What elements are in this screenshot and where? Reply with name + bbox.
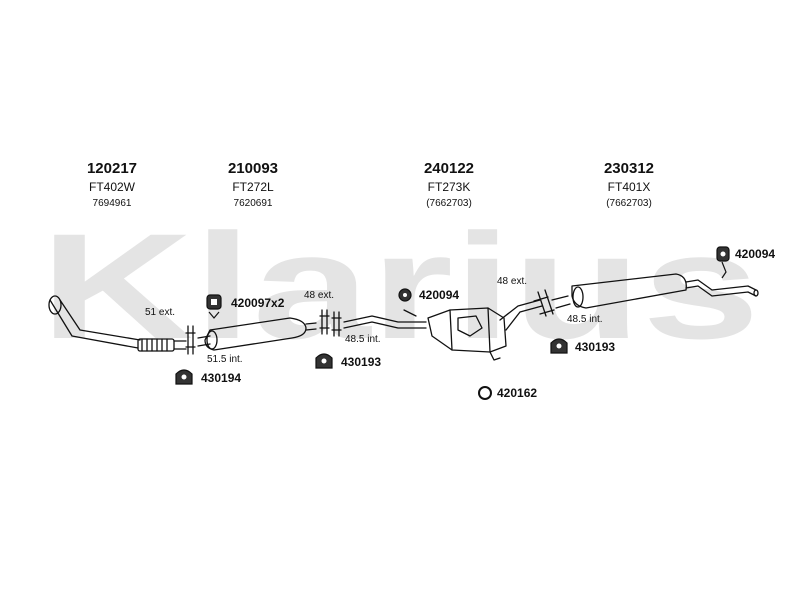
fitting-label: 420094 [735, 247, 776, 261]
dimension-label: 48.5 int. [567, 314, 603, 325]
part-code: FT401X [607, 180, 651, 194]
part-header-3: 240122 FT273K (7662703) [389, 160, 509, 211]
mounting-rubber-icon [175, 369, 193, 385]
mounting-rubber-icon [550, 338, 568, 354]
pipe-clamp [533, 289, 555, 317]
part-number: 120217 [86, 160, 138, 177]
part-reference: (7662703) [606, 198, 652, 209]
dimension-label: 48 ext. [304, 290, 335, 301]
part-number: 240122 [423, 160, 475, 177]
dimension-label: 48.5 int. [345, 334, 381, 345]
part-header-4: 230312 FT401X (7662703) [569, 160, 689, 211]
rubber-hanger-icon [716, 246, 730, 279]
dimension-label: 51.5 int. [207, 354, 243, 365]
front-pipe [48, 295, 187, 352]
fitting-label: 420162 [497, 386, 538, 400]
part-reference: 7694961 [92, 198, 132, 209]
dimension-label: 48 ext. [497, 276, 528, 287]
fitting-label: 430193 [575, 340, 616, 354]
pipe-clamp [185, 325, 196, 355]
rear-box-silencer [427, 299, 543, 361]
part-header-2: 210093 FT272L 7620691 [193, 160, 313, 211]
part-reference: 7620691 [233, 198, 273, 209]
dimension-label: 51 ext. [145, 307, 176, 318]
part-reference: (7662703) [426, 198, 472, 209]
part-number: 230312 [603, 160, 655, 177]
part-code: FT272L [232, 180, 274, 194]
centre-silencer [197, 317, 317, 351]
clamp-bracket-icon [206, 294, 222, 319]
mounting-rubber-icon [315, 353, 333, 369]
tail-silencer [551, 273, 759, 309]
fitting-label: 420097x2 [231, 296, 285, 310]
rubber-hanger-icon [398, 288, 412, 302]
fitting-label: 430194 [201, 371, 242, 385]
intermediate-pipe [343, 309, 427, 329]
part-code: FT402W [88, 180, 135, 194]
fitting-label: 430193 [341, 355, 382, 369]
part-number: 210093 [227, 160, 279, 177]
pipe-clamp [319, 309, 342, 337]
part-code: FT273K [427, 180, 471, 194]
part-header-1: 120217 FT402W 7694961 [52, 160, 172, 211]
sealing-ring-icon [478, 386, 492, 400]
fitting-label: 420094 [419, 288, 460, 302]
